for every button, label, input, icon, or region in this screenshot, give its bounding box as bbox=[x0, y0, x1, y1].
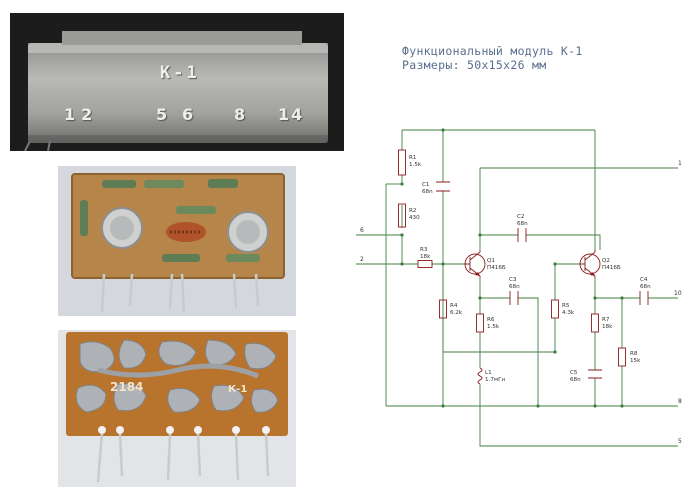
svg-text:C5: C5 bbox=[570, 370, 578, 376]
svg-text:18k: 18k bbox=[602, 324, 613, 330]
resistor-r7: R7 18k bbox=[591, 313, 613, 333]
pin-number-14: 14 bbox=[278, 105, 305, 124]
svg-text:1.5k: 1.5k bbox=[487, 324, 500, 330]
svg-text:4.3k: 4.3k bbox=[562, 310, 575, 316]
pin-label-2: 2 bbox=[360, 256, 364, 263]
junction-dots bbox=[400, 128, 624, 408]
svg-text:430: 430 bbox=[409, 215, 420, 221]
svg-text:Q2: Q2 bbox=[602, 258, 610, 264]
module-case-photo: К-1 12 5 6 8 14 bbox=[10, 13, 344, 151]
module-pins bbox=[100, 273, 260, 313]
capacitor-c5: C5 68n bbox=[570, 369, 602, 383]
svg-text:П416Б: П416Б bbox=[487, 265, 506, 271]
svg-text:R6: R6 bbox=[487, 317, 495, 323]
svg-text:C2: C2 bbox=[517, 214, 524, 220]
pin-number-12: 12 bbox=[64, 105, 99, 124]
svg-text:18k: 18k bbox=[420, 254, 431, 260]
resistor-r1: R1 1.5k bbox=[398, 149, 422, 176]
module-dimensions: Размеры: 50х15х26 мм bbox=[402, 58, 547, 72]
transistor-q1: Q1 П416Б bbox=[464, 250, 506, 278]
svg-text:68n: 68n bbox=[570, 377, 581, 383]
resistor-r3: R3 18k bbox=[417, 247, 433, 268]
inductor-l1: L1 1.7мГн bbox=[477, 367, 506, 385]
case-marking: К-1 bbox=[160, 63, 200, 83]
pin-number-6: 6 bbox=[182, 105, 194, 124]
capacitor-c1: C1 68n bbox=[422, 181, 450, 195]
pin-number-5: 5 bbox=[156, 105, 168, 124]
pin-number-8: 8 bbox=[234, 105, 246, 124]
resistor-r8: R8 15k bbox=[618, 347, 641, 367]
pin-label-10: 10 bbox=[674, 290, 682, 297]
svg-text:68n: 68n bbox=[422, 189, 433, 195]
svg-text:L1: L1 bbox=[485, 370, 492, 376]
metal-case bbox=[28, 43, 328, 143]
resistor-r6: R6 1.5k bbox=[476, 313, 500, 333]
capacitor-c3: C3 68n bbox=[509, 277, 520, 305]
board-solder-side-photo: 2184 К-1 bbox=[58, 330, 296, 487]
svg-text:68n: 68n bbox=[517, 221, 528, 227]
svg-text:П416Б: П416Б bbox=[602, 265, 621, 271]
svg-text:C3: C3 bbox=[509, 277, 517, 283]
svg-text:1.5k: 1.5k bbox=[409, 162, 422, 168]
pin-label-1: 1 bbox=[678, 160, 682, 167]
transistor-q2: Q2 П416Б bbox=[579, 250, 621, 278]
board-marking-2: К-1 bbox=[228, 384, 248, 395]
svg-text:R5: R5 bbox=[562, 303, 570, 309]
module-pins-back bbox=[96, 433, 270, 483]
schematic-wires bbox=[356, 129, 678, 447]
svg-text:R1: R1 bbox=[409, 155, 417, 161]
svg-text:6.2k: 6.2k bbox=[450, 310, 463, 316]
svg-text:68n: 68n bbox=[640, 284, 651, 290]
svg-text:R3: R3 bbox=[420, 247, 428, 253]
module-title: Функциональный модуль К-1 bbox=[402, 44, 583, 58]
svg-text:15k: 15k bbox=[630, 358, 641, 364]
board-component-side-photo bbox=[58, 166, 296, 316]
board-marking: 2184 bbox=[110, 380, 144, 394]
svg-text:R2: R2 bbox=[409, 208, 416, 214]
svg-text:C1: C1 bbox=[422, 182, 430, 188]
svg-text:Q1: Q1 bbox=[487, 258, 495, 264]
resistor-r5: R5 4.3k bbox=[551, 299, 575, 319]
svg-text:68n: 68n bbox=[509, 284, 520, 290]
pin-label-8: 8 bbox=[678, 398, 682, 405]
capacitor-c2: C2 68n bbox=[517, 214, 528, 242]
svg-text:R7: R7 bbox=[602, 317, 610, 323]
pin-label-6: 6 bbox=[360, 227, 364, 234]
svg-text:C4: C4 bbox=[640, 277, 648, 283]
capacitor-c4: C4 68n bbox=[639, 277, 651, 305]
resistor-r2: R2 430 bbox=[398, 203, 420, 228]
svg-text:1.7мГн: 1.7мГн bbox=[485, 377, 506, 383]
svg-text:R8: R8 bbox=[630, 351, 638, 357]
pin-label-5: 5 bbox=[678, 438, 682, 445]
resistor-r4: R4 6.2k bbox=[439, 299, 463, 319]
svg-text:R4: R4 bbox=[450, 303, 458, 309]
